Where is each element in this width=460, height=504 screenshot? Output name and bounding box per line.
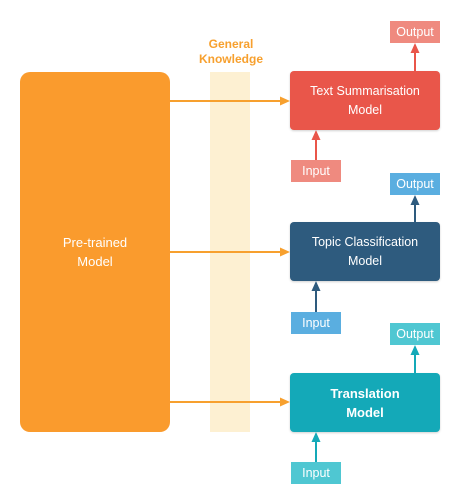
translation-output-tag: Output (390, 323, 440, 345)
pretrained-model-box: Pre-trained Model (20, 72, 170, 432)
pretrained-model-label-line1: Pre-trained (62, 235, 128, 250)
pretrained-model-label-line2: Model (77, 254, 113, 269)
translation-input-arrow (311, 432, 321, 462)
translation-model-box: Translation Model (290, 373, 440, 432)
general-knowledge-label: General Knowledge (186, 37, 276, 67)
text-summarisation-input-tag: Input (291, 160, 341, 182)
summarisation-output-arrow (410, 43, 420, 71)
topic-classification-input-tag: Input (291, 312, 341, 334)
text-summarisation-model-box: Text Summarisation Model (290, 71, 440, 130)
topic-classification-label-line2: Model (347, 253, 383, 268)
classification-output-arrow (410, 195, 420, 222)
summarisation-input-arrow (311, 130, 321, 160)
transfer-arrow-classification (170, 247, 290, 257)
translation-output-arrow (410, 345, 420, 373)
topic-classification-model-box: Topic Classification Model (290, 222, 440, 281)
translation-input-tag: Input (291, 462, 341, 484)
transfer-arrow-translation (170, 397, 290, 407)
general-knowledge-label-line2: Knowledge (198, 52, 263, 66)
translation-label-line2: Model (346, 404, 384, 420)
transfer-arrow-summarisation (170, 96, 290, 106)
general-knowledge-label-line1: General (208, 37, 254, 51)
topic-classification-label-line1: Topic Classification (311, 234, 419, 249)
translation-label-line1: Translation (330, 385, 400, 401)
topic-classification-output-tag: Output (390, 173, 440, 195)
classification-input-arrow (311, 281, 321, 312)
text-summarisation-output-tag: Output (390, 21, 440, 43)
text-summarisation-label-line2: Model (347, 102, 383, 117)
text-summarisation-label-line1: Text Summarisation (310, 83, 420, 98)
